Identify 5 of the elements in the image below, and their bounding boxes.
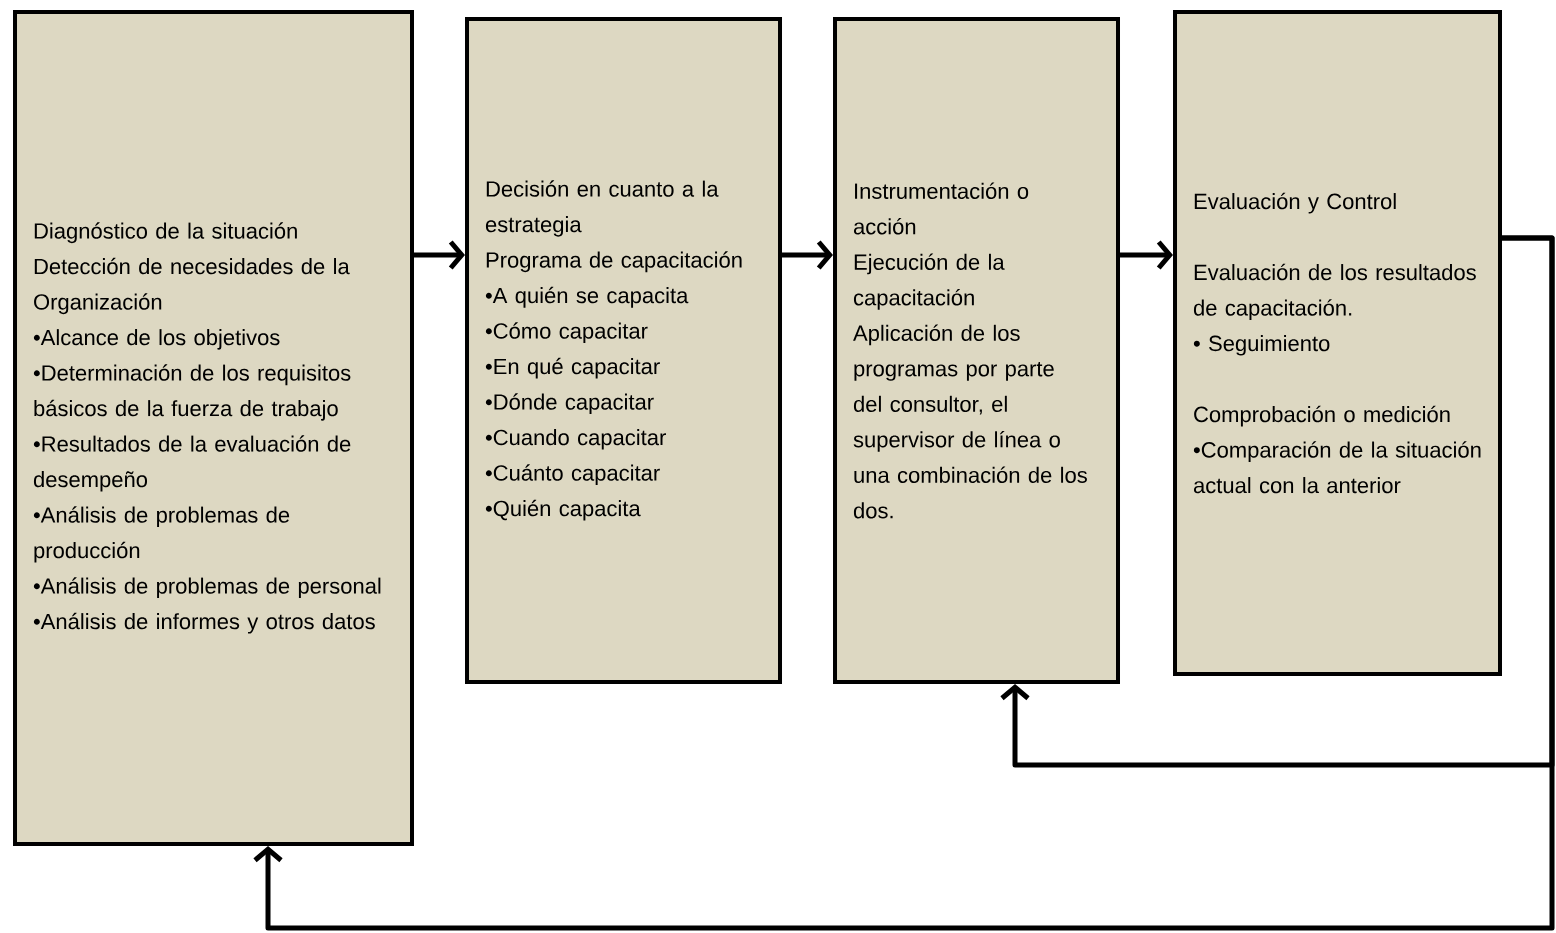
process-box: Decisión en cuanto a la estrategia Programa de capacitación •A quién se capacita •Cómo capacitar •En qué capacitar •Dónde capacitar •Cuando capacitar •Cuánto capacitar •Quién capacita	[465, 17, 782, 684]
arrow	[253, 235, 1555, 931]
process-box: Evaluación y Control Evaluación de los resultados de capacitación. • Seguimiento Comprobación o medición •Comparación de la situación actual con la anterior	[1173, 10, 1502, 676]
process-box: Instrumentación o acción Ejecución de la capacitación Aplicación de los programas por parte del consultor, el supervisor de línea o una combinación de los dos.	[833, 17, 1120, 684]
process-box: Diagnóstico de la situación Detección de necesidades de la Organización •Alcance de los objetivos •Determinación de los requisitos básicos de la fuerza de trabajo •Resultados de la evaluación de desempeño •Análisis de problemas de producción •Análisis de problemas de personal •Análisis de informes y otros datos	[13, 10, 414, 846]
